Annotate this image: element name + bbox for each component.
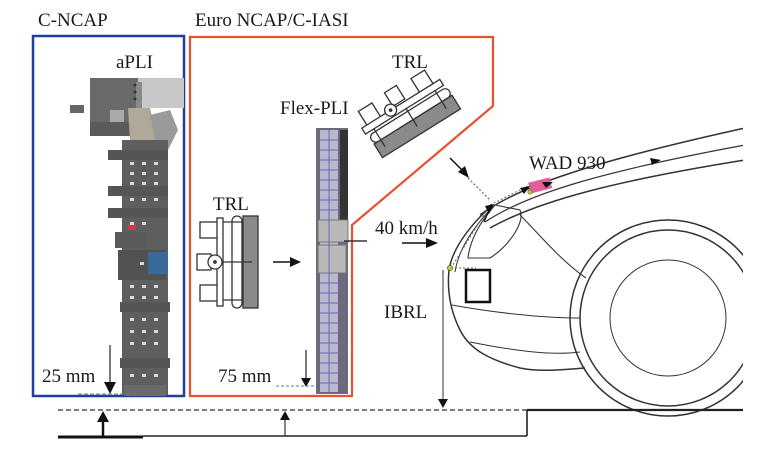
flex-pli-height-label: 75 mm	[218, 366, 272, 387]
apli-height-arrow-head	[104, 382, 116, 394]
trl-tilted-impactor	[357, 69, 462, 159]
cncap-box	[31, 34, 186, 398]
trl-tilted-label: TRL	[392, 52, 428, 73]
trl-side-impactor	[196, 215, 259, 309]
flex-pli-height-arrow-head	[301, 378, 311, 387]
ibrl-arrow-head	[438, 399, 448, 408]
apli-height-label: 25 mm	[42, 366, 96, 387]
euro-ncap-box	[188, 35, 495, 398]
trl-tilted-dotted-path	[467, 177, 491, 201]
ibrl-point-icon	[447, 265, 453, 271]
vehicle-front	[447, 127, 766, 417]
wad-arrow-head-3	[650, 158, 661, 165]
bumper-target-box	[464, 268, 492, 304]
ibrl-label: IBRL	[384, 302, 427, 323]
flex-ground-arrow-head	[280, 411, 290, 420]
cncap-title: C-NCAP	[38, 10, 108, 31]
wad-point-icon	[527, 189, 533, 195]
wad-label: WAD 930	[529, 153, 606, 174]
euro-ncap-title: Euro NCAP/C-IASI	[195, 10, 349, 31]
trl-tilted-arrow-head	[458, 166, 469, 178]
trl-side-label: TRL	[213, 194, 249, 215]
apli-impactor	[70, 78, 184, 396]
flex-pli-impactor	[316, 128, 349, 394]
trl-to-flex-arrow-head	[290, 257, 301, 267]
speed-label: 40 km/h	[375, 218, 438, 239]
wad-arrow-head-1	[520, 186, 530, 194]
flex-pli-label: Flex-PLI	[280, 98, 349, 119]
headlamp-dotted-line	[450, 204, 491, 269]
speed-arrow-head	[426, 238, 438, 248]
wad-arrow-head-2	[542, 182, 553, 188]
wad-marker	[528, 177, 553, 194]
trl-tilted-arrow-line	[449, 157, 464, 172]
wheel-clip-mask	[743, 120, 766, 420]
apli-ground-arrow-head	[97, 411, 109, 422]
head-impact-arrow-head	[485, 204, 494, 214]
apli-label: aPLI	[116, 52, 153, 73]
